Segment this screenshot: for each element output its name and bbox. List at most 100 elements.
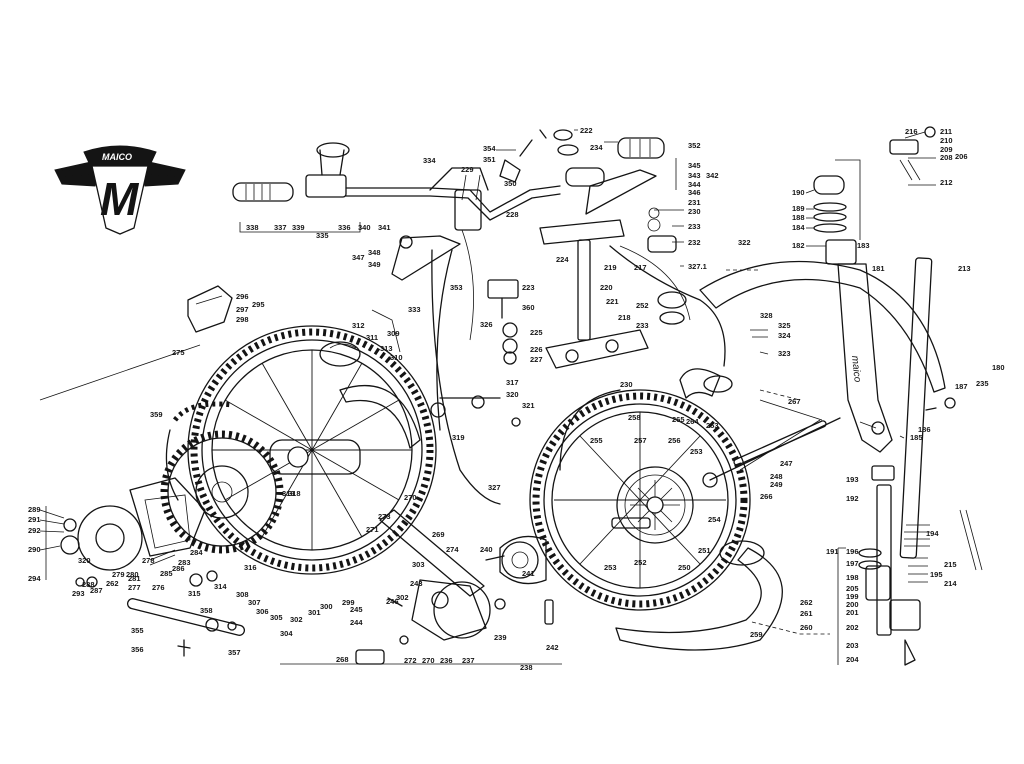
part-number: 248	[770, 472, 783, 481]
part-number: 293	[72, 589, 85, 598]
part-number: 321	[522, 401, 535, 410]
part-number: 263	[706, 421, 719, 430]
part-number: 233	[636, 321, 649, 330]
part-number: 307	[248, 598, 261, 607]
part-number: 265	[672, 415, 685, 424]
part-number: 261	[800, 609, 813, 618]
part-number: 204	[846, 655, 859, 664]
part-number: 267	[788, 397, 801, 406]
part-number: 296	[236, 292, 249, 301]
part-number: 297	[236, 305, 249, 314]
part-number: 230	[620, 380, 633, 389]
part-number: 243	[410, 579, 423, 588]
part-number: 327	[488, 483, 501, 492]
part-number: 311	[366, 333, 378, 342]
part-number: 181	[872, 264, 885, 273]
part-number: 233	[688, 222, 701, 231]
leader-lines	[39, 129, 936, 551]
part-number: 246	[386, 597, 399, 606]
part-number: 334	[423, 156, 436, 165]
part-number: 205	[846, 584, 859, 593]
part-number: 312	[352, 321, 365, 330]
part-number: 360	[522, 303, 535, 312]
part-number: 274	[446, 545, 459, 554]
part-number: 182	[792, 241, 805, 250]
part-number: 235	[976, 379, 989, 388]
maico-logo: MAICO M	[54, 145, 186, 235]
part-number: 359	[150, 410, 163, 419]
control-cables	[431, 229, 726, 505]
part-number: 193	[846, 475, 859, 484]
part-number: 188	[792, 213, 805, 222]
part-number: 302	[290, 615, 303, 624]
part-number: 269	[432, 530, 445, 539]
part-number: 258	[628, 413, 641, 422]
part-number: 356	[131, 645, 144, 654]
part-number: 251	[698, 546, 711, 555]
part-number: 276	[152, 583, 165, 592]
part-number: 202	[846, 623, 859, 632]
swingarm-parts	[126, 395, 554, 665]
part-number: 344	[688, 180, 701, 189]
part-number: 216	[905, 127, 918, 136]
part-number: 189	[792, 204, 805, 213]
rear-brake-plate	[60, 477, 218, 588]
part-number: 275	[172, 348, 185, 357]
part-number: 209	[940, 145, 953, 154]
part-number: 200	[846, 600, 859, 609]
part-number: 210	[940, 136, 953, 145]
part-number: 358	[200, 606, 213, 615]
part-number: 262	[106, 579, 119, 588]
rear-wheel	[187, 325, 437, 575]
part-number: 355	[131, 626, 144, 635]
part-number: 208	[940, 153, 953, 162]
part-number: 327.1	[688, 262, 707, 271]
part-number: 280	[126, 570, 139, 579]
part-number: 335	[316, 231, 329, 240]
part-number: 222	[580, 126, 593, 135]
part-number: 256	[668, 436, 681, 445]
part-number: 310	[390, 353, 403, 362]
part-number: 211	[940, 127, 952, 136]
part-number: 284	[190, 548, 203, 557]
part-number: 260	[800, 623, 813, 632]
part-number: 180	[992, 363, 1005, 372]
part-number: 328	[760, 311, 773, 320]
part-number: 279	[112, 570, 125, 579]
fork-brand-print: maico	[849, 355, 863, 383]
part-number: 318	[288, 489, 301, 498]
part-number: 185	[910, 433, 923, 442]
part-number: 319	[452, 433, 465, 442]
part-number: 304	[280, 629, 293, 638]
part-number: 322	[738, 238, 751, 247]
part-number: 224	[556, 255, 569, 264]
part-number: 242	[546, 643, 559, 652]
part-number: 347	[352, 253, 365, 262]
part-number: 198	[846, 573, 859, 582]
part-number: 203	[846, 641, 859, 650]
part-number: 191	[826, 547, 839, 556]
part-number: 231	[688, 198, 701, 207]
part-number: 262	[800, 598, 813, 607]
part-number: 326	[480, 320, 493, 329]
part-number: 325	[778, 321, 791, 330]
part-number: 337	[274, 223, 287, 232]
part-number: 184	[792, 223, 805, 232]
part-number: 237	[462, 656, 475, 665]
part-number: 324	[778, 331, 791, 340]
part-number: 241	[522, 569, 535, 578]
part-number: 219	[604, 263, 617, 272]
part-number: 218	[618, 313, 631, 322]
part-number: 220	[600, 283, 613, 292]
part-number: 285	[160, 569, 173, 578]
part-number: 289	[28, 505, 41, 514]
part-number: 301	[308, 608, 321, 617]
part-number: 350	[504, 179, 517, 188]
part-number: 217	[634, 263, 647, 272]
part-number-labels: 211 210 216 209 208 206 212 222 234 352 …	[28, 126, 1005, 672]
part-number: 336	[338, 223, 351, 232]
part-number: 192	[846, 494, 859, 503]
part-number: 308	[236, 590, 249, 599]
part-number: 323	[778, 349, 791, 358]
part-number: 278	[142, 556, 155, 565]
